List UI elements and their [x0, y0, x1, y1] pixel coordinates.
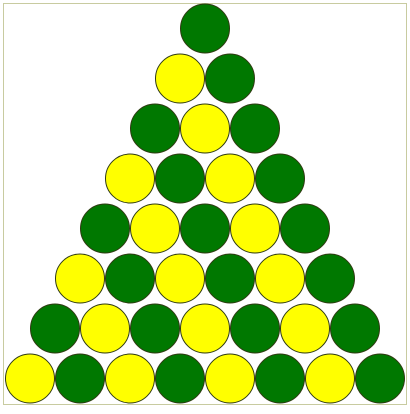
yellow-disc[interactable] [280, 303, 330, 354]
green-disc[interactable] [130, 303, 180, 354]
green-disc[interactable] [255, 353, 305, 404]
green-disc[interactable] [230, 303, 280, 354]
yellow-disc[interactable] [80, 303, 130, 354]
yellow-disc[interactable] [155, 53, 205, 104]
yellow-disc[interactable] [5, 353, 55, 404]
green-disc[interactable] [205, 253, 255, 304]
green-disc[interactable] [180, 3, 230, 54]
yellow-disc[interactable] [105, 353, 155, 404]
green-disc[interactable] [230, 103, 280, 154]
green-disc[interactable] [305, 253, 355, 304]
green-disc[interactable] [80, 203, 130, 254]
yellow-disc[interactable] [180, 103, 230, 154]
yellow-disc[interactable] [155, 253, 205, 304]
green-disc[interactable] [55, 353, 105, 404]
green-disc[interactable] [130, 103, 180, 154]
yellow-disc[interactable] [230, 203, 280, 254]
green-disc[interactable] [180, 203, 230, 254]
green-disc[interactable] [280, 203, 330, 254]
green-disc[interactable] [30, 303, 80, 354]
yellow-disc[interactable] [130, 203, 180, 254]
yellow-disc[interactable] [55, 253, 105, 304]
green-disc[interactable] [155, 353, 205, 404]
green-disc[interactable] [355, 353, 405, 404]
green-disc[interactable] [105, 253, 155, 304]
yellow-disc[interactable] [205, 353, 255, 404]
disc-group [5, 3, 405, 404]
green-disc[interactable] [255, 153, 305, 204]
green-disc[interactable] [205, 53, 255, 104]
yellow-disc[interactable] [105, 153, 155, 204]
yellow-disc[interactable] [205, 153, 255, 204]
green-disc[interactable] [330, 303, 380, 354]
green-disc[interactable] [155, 153, 205, 204]
yellow-disc[interactable] [180, 303, 230, 354]
yellow-disc[interactable] [305, 353, 355, 404]
yellow-disc[interactable] [255, 253, 305, 304]
